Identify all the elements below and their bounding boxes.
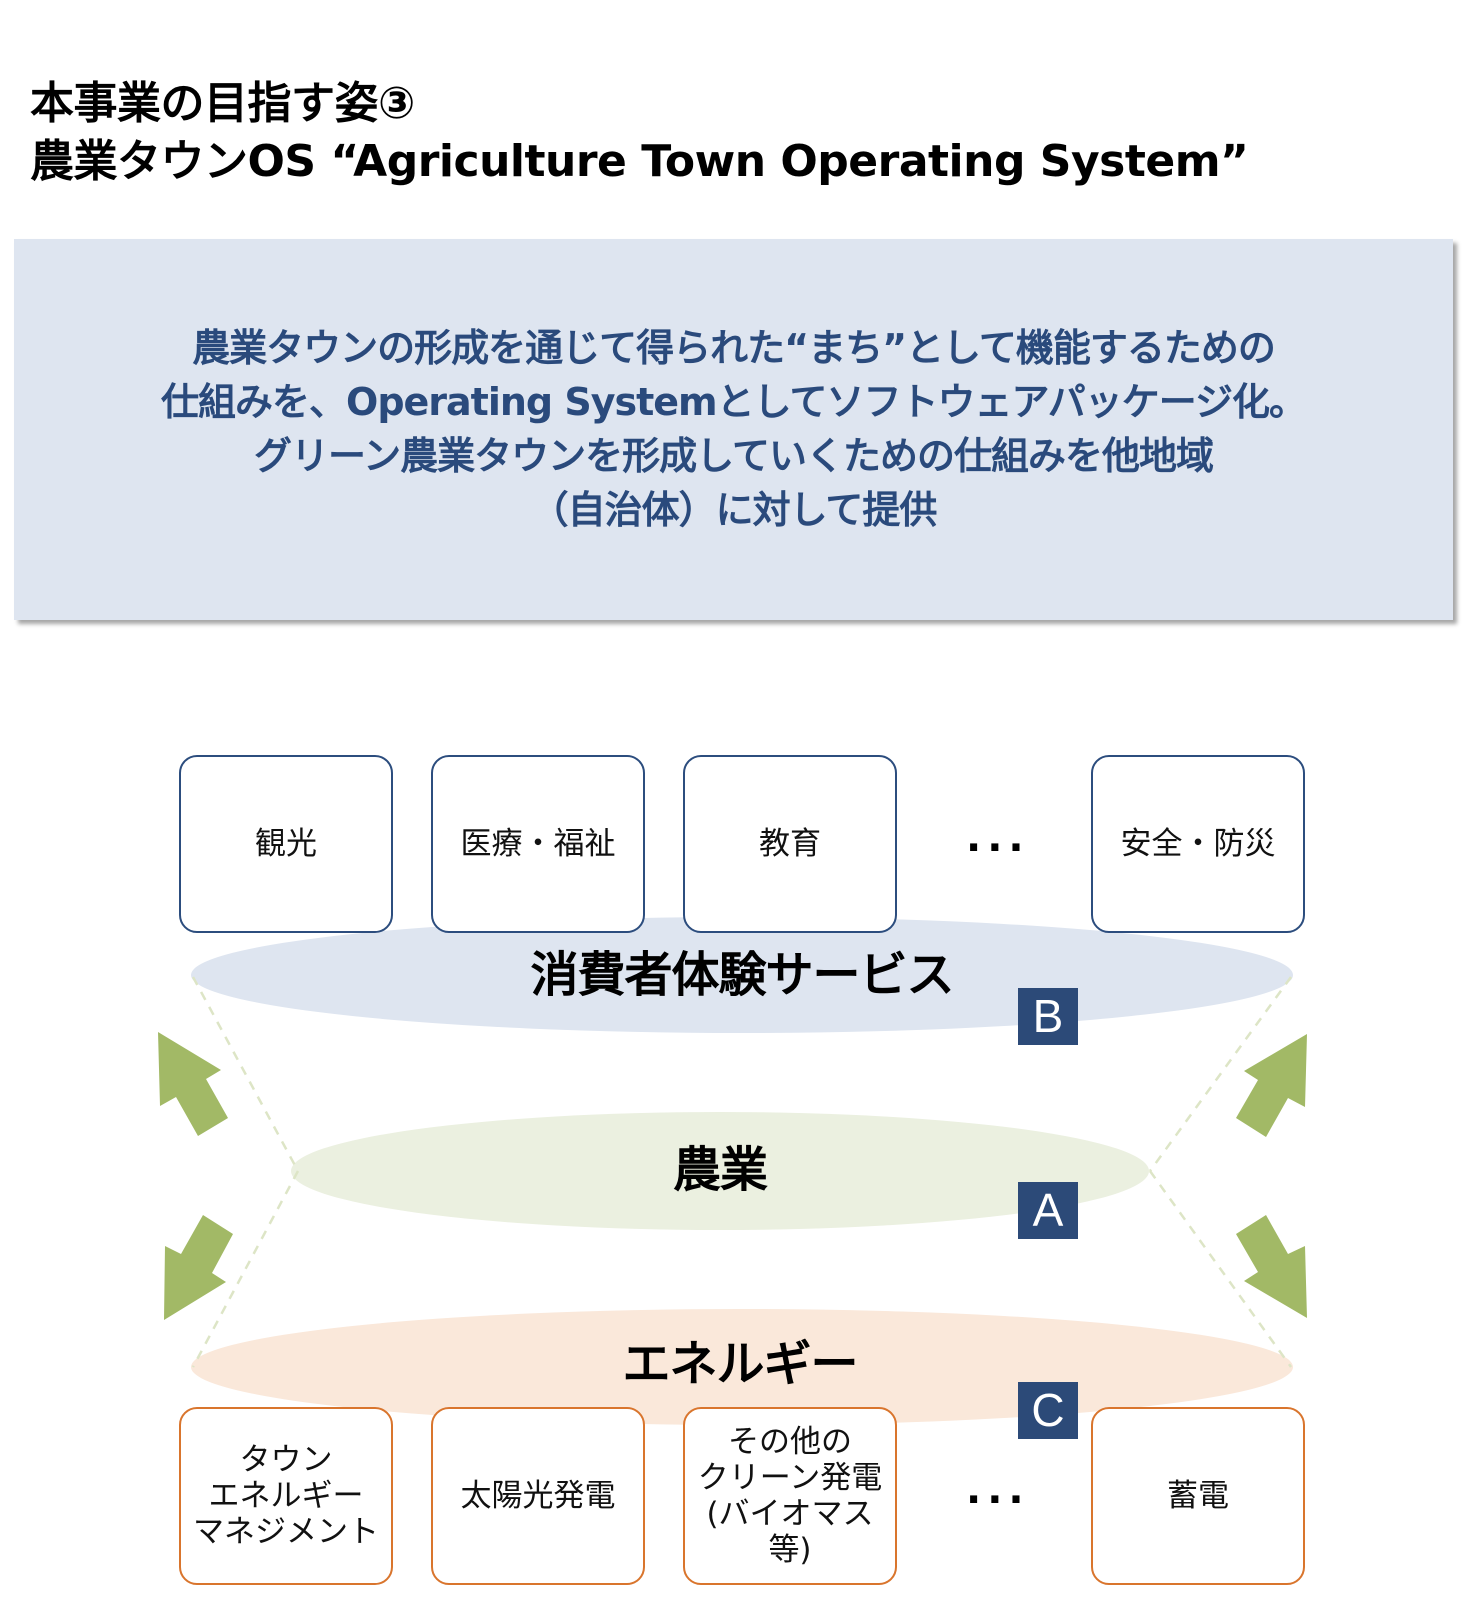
service-box-tourism: 観光 (179, 755, 393, 933)
dashed-connector-left-lower (191, 1170, 300, 1368)
energy-box-storage: 蓄電 (1091, 1407, 1305, 1585)
energy-box-other-clean: その他の クリーン発電 (バイオマス等) (683, 1407, 897, 1585)
banner-line: 農業タウンの形成を通じて得られた“まち”として機能するための (192, 326, 1276, 370)
consumer-layer-label: 消費者体験サービス (530, 947, 954, 1003)
dashed-connector-right-upper (1148, 976, 1293, 1172)
ellipsis-bottom: ... (966, 1467, 1030, 1513)
service-box-medical-welfare: 医療・福祉 (431, 755, 645, 933)
energy-layer-ellipse (191, 1309, 1293, 1425)
energy-box-town-management: タウン エネルギー マネジメント (179, 1407, 393, 1585)
box-label: その他の クリーン発電 (バイオマス等) (697, 1424, 883, 1568)
box-label: 蓄電 (1167, 1478, 1229, 1514)
arrow-down-right-icon (1236, 1215, 1307, 1318)
box-label: 安全・防災 (1120, 826, 1276, 862)
box-label: 太陽光発電 (460, 1478, 616, 1514)
service-box-education: 教育 (683, 755, 897, 933)
arrow-down-left-icon (164, 1215, 233, 1320)
consumer-layer-ellipse (191, 917, 1293, 1033)
agriculture-layer-label: 農業 (672, 1142, 768, 1198)
banner-line: （自治体）に対して提供 (530, 488, 938, 532)
ellipsis-top: ... (966, 815, 1030, 861)
energy-layer-label: エネルギー (622, 1336, 858, 1392)
energy-box-solar: 太陽光発電 (431, 1407, 645, 1585)
box-label: 観光 (255, 826, 317, 862)
dashed-connector-right-lower (1148, 1170, 1293, 1368)
badge-c: C (1018, 1382, 1078, 1439)
badge-b: B (1018, 988, 1078, 1045)
banner-text: 農業タウンの形成を通じて得られた“まち”として機能するための 仕組みを、Oper… (14, 321, 1453, 537)
agriculture-layer-ellipse (291, 1112, 1149, 1230)
box-label: 医療・福祉 (460, 826, 616, 862)
title-line-2: 農業タウンOS “Agriculture Town Operating Syst… (30, 136, 1249, 187)
arrow-up-left-icon (158, 1032, 228, 1136)
badge-a: A (1018, 1182, 1078, 1239)
summary-banner: 農業タウンの形成を通じて得られた“まち”として機能するための 仕組みを、Oper… (14, 239, 1453, 620)
banner-line: グリーン農業タウンを形成していくための仕組みを他地域 (254, 434, 1214, 478)
page-title: 本事業の目指す姿③ 農業タウンOS “Agriculture Town Oper… (30, 75, 1249, 191)
banner-line: 仕組みを、Operating Systemとしてソフトウェアパッケージ化。 (161, 380, 1307, 424)
service-box-safety-disaster: 安全・防災 (1091, 755, 1305, 933)
box-label: タウン エネルギー マネジメント (193, 1442, 379, 1550)
dashed-connector-left-upper (191, 976, 300, 1172)
title-line-1: 本事業の目指す姿③ (30, 78, 415, 129)
arrow-up-right-icon (1236, 1034, 1307, 1137)
box-label: 教育 (759, 826, 821, 862)
